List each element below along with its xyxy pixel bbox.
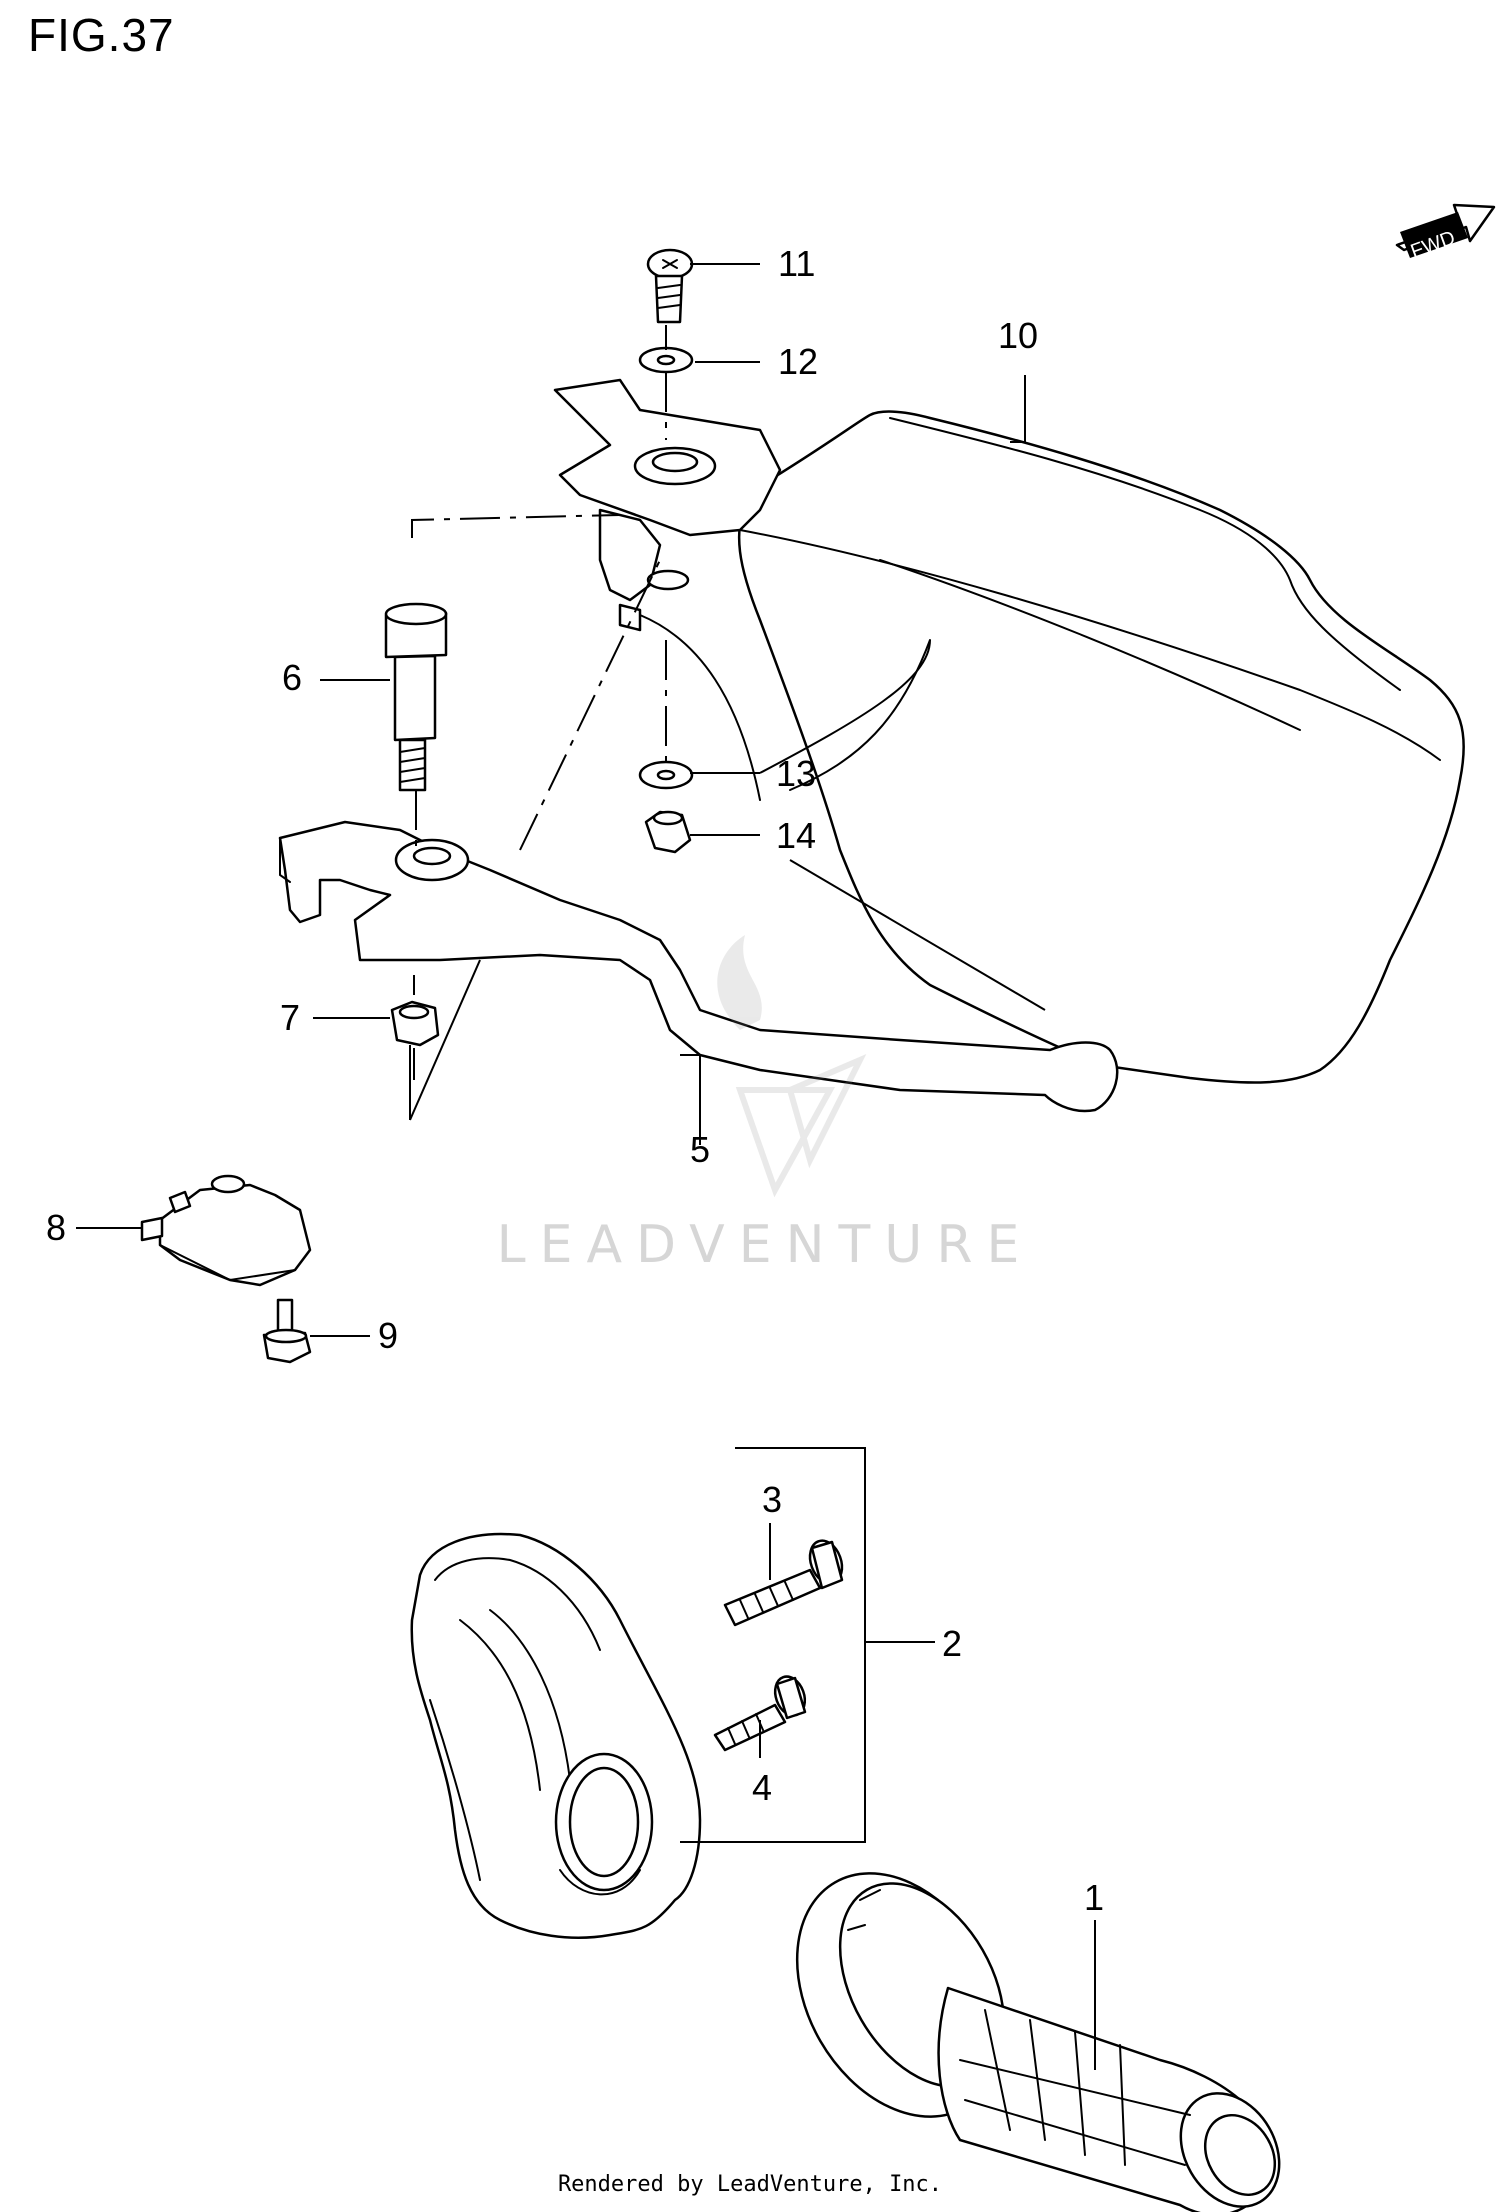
callout-labels: 11 12 10 6 13 14 7 5 8 9 3 2 4 1 bbox=[46, 243, 1104, 1918]
washer-part-12 bbox=[638, 346, 694, 374]
callout-3: 3 bbox=[762, 1479, 782, 1520]
hand-guard-part-10 bbox=[553, 378, 1465, 1084]
throttle-housing-part-2 bbox=[410, 1532, 702, 1939]
callout-14: 14 bbox=[776, 815, 816, 856]
callout-2: 2 bbox=[942, 1623, 962, 1664]
callout-13: 13 bbox=[776, 753, 816, 794]
lever-part-5 bbox=[278, 820, 1119, 1113]
nut-part-7 bbox=[390, 1000, 440, 1047]
callout-8: 8 bbox=[46, 1207, 66, 1248]
watermark-text: LEADVENTURE bbox=[496, 1215, 1034, 1275]
switch-part-8 bbox=[140, 1174, 312, 1287]
callout-5: 5 bbox=[690, 1129, 710, 1170]
callout-1: 1 bbox=[1084, 1877, 1104, 1918]
figure-title: FIG.37 bbox=[28, 9, 175, 61]
footer-credit: Rendered by LeadVenture, Inc. bbox=[557, 2172, 943, 2197]
callout-9: 9 bbox=[378, 1315, 398, 1356]
callout-7: 7 bbox=[280, 997, 300, 1038]
screw-part-11 bbox=[646, 248, 694, 324]
screw-part-9 bbox=[262, 1298, 312, 1364]
screw-part-3 bbox=[723, 1539, 844, 1627]
callout-11: 11 bbox=[778, 243, 815, 284]
callout-4: 4 bbox=[752, 1767, 772, 1808]
callout-10: 10 bbox=[998, 315, 1038, 356]
leader-lines bbox=[76, 263, 1096, 2070]
pivot-bolt-part-6 bbox=[384, 602, 448, 792]
callout-12: 12 bbox=[778, 341, 818, 382]
nut-part-14 bbox=[644, 810, 692, 854]
leadventure-watermark-logo bbox=[717, 935, 867, 1198]
fwd-direction-arrow: FWD bbox=[1395, 203, 1496, 263]
screw-part-4 bbox=[713, 1675, 807, 1752]
callout-6: 6 bbox=[282, 657, 302, 698]
grip-part-1 bbox=[795, 1872, 1281, 2212]
washer-part-13 bbox=[638, 760, 694, 790]
